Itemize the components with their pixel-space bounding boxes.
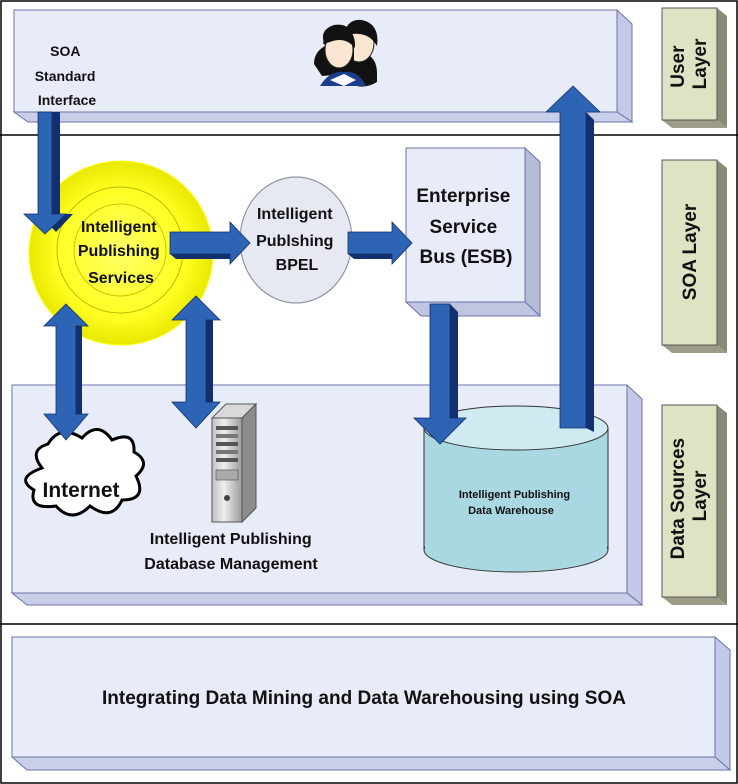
arrow-services-to-bpel [169, 221, 251, 265]
user-layer-label: User Layer [668, 38, 711, 89]
user-layer-tab [661, 7, 727, 128]
arrow-esb-to-warehouse [413, 303, 467, 445]
internet-label: Internet [42, 479, 119, 502]
footer-panel [10, 635, 732, 772]
arrow-interface-to-services [23, 111, 73, 235]
arrow-warehouse-to-user [545, 85, 601, 432]
users-icon [314, 19, 378, 87]
database-mgmt-label: Intelligent Publishing Database Manageme… [144, 531, 318, 573]
soa-interface-label: SOA Standard Interface [35, 43, 100, 108]
server-icon [210, 402, 258, 524]
soa-layer-label: SOA Layer [680, 203, 701, 300]
esb-label: Enterprise Service Bus (ESB) [416, 186, 515, 268]
data-sources-layer-label: Data Sources Layer [668, 433, 711, 560]
footer-title: Integrating Data Mining and Data Warehou… [102, 688, 626, 709]
warehouse-label: Intelligent Publishing Data Warehouse [459, 489, 573, 517]
bpel-label: Intelligent Publshing BPEL [256, 206, 338, 274]
soa-layer-tab [661, 159, 727, 353]
data-sources-layer-tab [661, 404, 727, 605]
arrow-services-to-internet [43, 303, 89, 441]
arrow-bpel-to-esb [347, 221, 413, 265]
services-label: Intelligent Publishing Services [78, 219, 164, 287]
database-icon [423, 405, 609, 573]
esb-node [404, 146, 542, 318]
arrow-services-to-database [171, 295, 221, 429]
